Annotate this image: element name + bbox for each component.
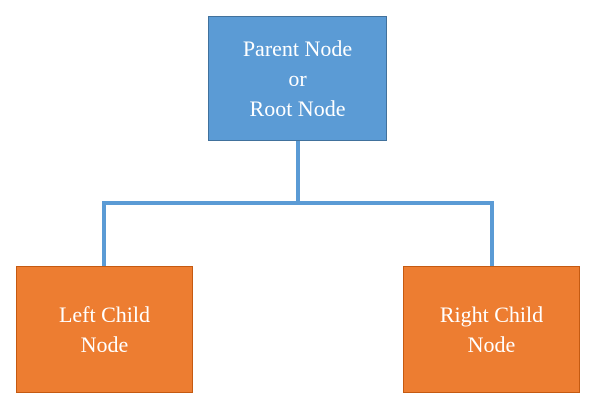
root-node-label-line2: or (288, 65, 307, 91)
root-node: Parent Node or Root Node (208, 16, 387, 141)
right-child-label-line1: Right Child (439, 301, 544, 327)
root-node-label-line3: Root Node (249, 95, 346, 121)
right-child-label-line2: Node (467, 331, 516, 357)
root-node-label-line1: Parent Node (242, 35, 353, 61)
right-child-node: Right Child Node (403, 266, 580, 393)
left-child-node: Left Child Node (16, 266, 193, 393)
left-child-label-line2: Node (80, 331, 129, 357)
left-child-label-line1: Left Child (58, 301, 151, 327)
